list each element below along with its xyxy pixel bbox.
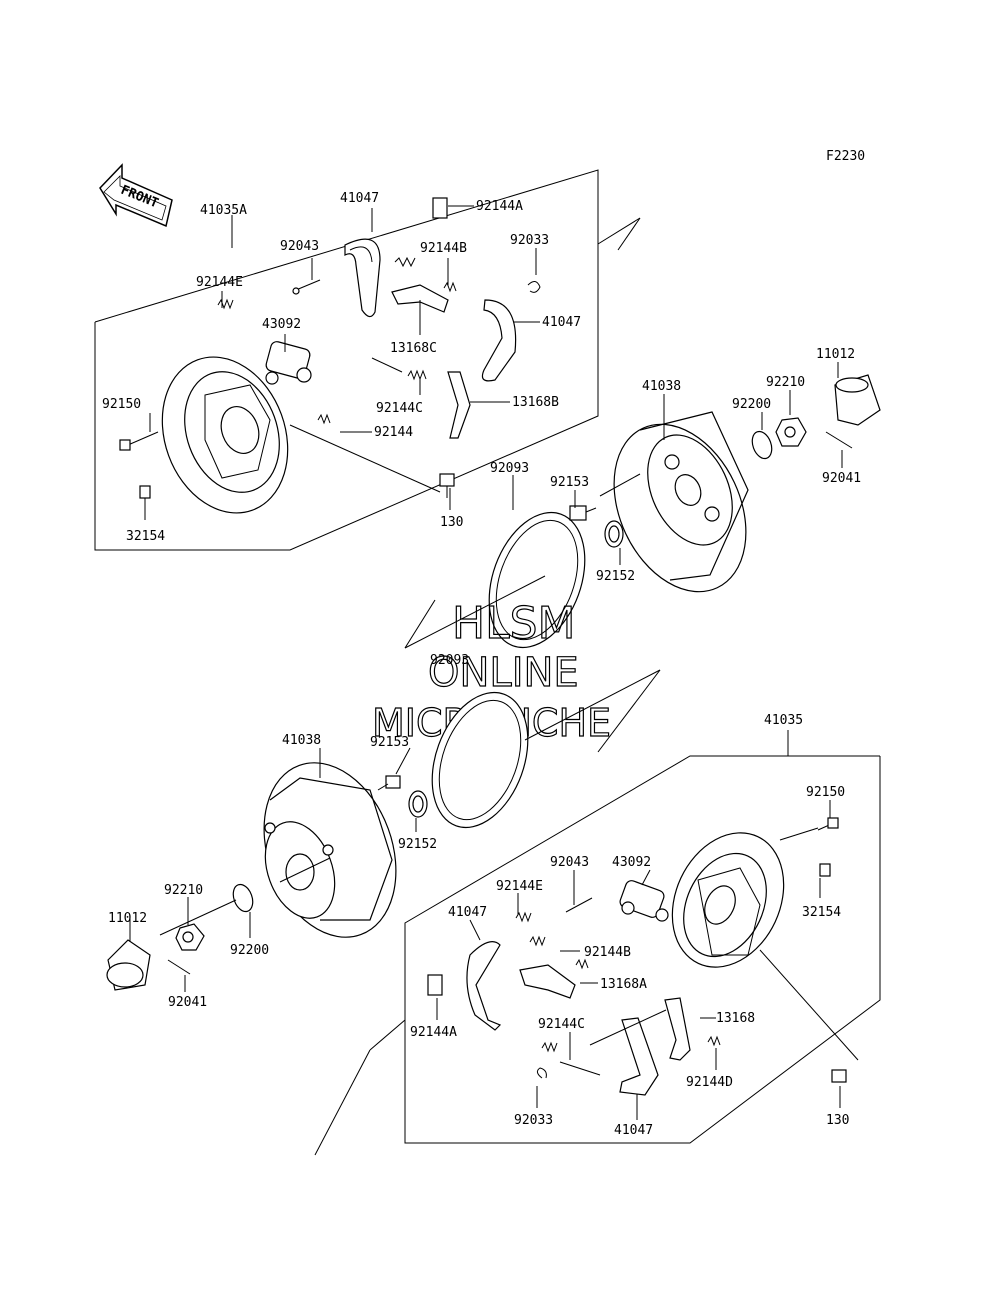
label-92093-a: 92093 xyxy=(490,461,529,476)
label-130-a: 130 xyxy=(440,515,463,530)
brake-shoe-bottom-right xyxy=(619,1017,659,1096)
nut-92210-top xyxy=(775,417,807,447)
label-92144C-a: 92144C xyxy=(376,401,423,416)
figure-code: F2230 xyxy=(826,149,865,164)
label-92152-a: 92152 xyxy=(596,569,635,584)
label-13168: 13168 xyxy=(716,1011,755,1026)
label-92153-b: 92153 xyxy=(370,735,409,750)
label-43092-a: 43092 xyxy=(262,317,301,332)
brake-shoe-top-right xyxy=(481,299,517,382)
label-92033-a: 92033 xyxy=(510,233,549,248)
cotter-pin-92041-top xyxy=(825,431,853,449)
label-13168C: 13168C xyxy=(390,341,437,356)
label-41035: 41035 xyxy=(764,713,803,728)
label-32154-a: 32154 xyxy=(126,529,165,544)
label-92150-b: 92150 xyxy=(806,785,845,800)
label-92144D: 92144D xyxy=(686,1075,733,1090)
label-92144A-a: 92144A xyxy=(476,199,523,214)
brake-drum-bottom xyxy=(263,762,397,938)
cotter-pin-92041-bottom xyxy=(167,959,191,975)
pin-92043-bottom xyxy=(565,897,593,913)
watermark-line-2: ONLINE xyxy=(428,650,579,696)
label-92093-b: 92093 xyxy=(430,653,469,668)
seal-92093-top xyxy=(404,511,586,649)
wheel-cylinder-bottom xyxy=(619,880,669,922)
backing-plate-top xyxy=(161,356,289,514)
label-92210-a: 92210 xyxy=(766,375,805,390)
label-92043-a: 92043 xyxy=(280,239,319,254)
springs-top xyxy=(217,256,541,425)
cap-11012-top xyxy=(834,374,881,426)
bearing-92152-bottom xyxy=(408,790,428,818)
label-92033-b: 92033 xyxy=(514,1113,553,1128)
label-92144E-b: 92144E xyxy=(496,879,543,894)
label-92043-b: 92043 xyxy=(550,855,589,870)
label-92153-a: 92153 xyxy=(550,475,589,490)
springs-bottom xyxy=(515,911,721,1079)
nut-92210-bottom xyxy=(175,923,205,951)
stud-92153-top xyxy=(569,505,597,521)
brake-shoe-top-left xyxy=(344,238,381,318)
label-13168B: 13168B xyxy=(512,395,559,410)
label-92144B-b: 92144B xyxy=(584,945,631,960)
label-92144A-b: 92144A xyxy=(410,1025,457,1040)
label-92144E-a: 92144E xyxy=(196,275,243,290)
label-92200-b: 92200 xyxy=(230,943,269,958)
label-92144: 92144 xyxy=(374,425,413,440)
label-41047-d: 41047 xyxy=(614,1123,653,1138)
strut-13168B xyxy=(447,371,471,439)
label-11012-b: 11012 xyxy=(108,911,147,926)
label-41035A: 41035A xyxy=(200,203,247,218)
bearing-92152-top xyxy=(604,520,624,548)
backing-plate-bottom xyxy=(671,832,785,968)
label-92144C-b: 92144C xyxy=(538,1017,585,1032)
label-11012-a: 11012 xyxy=(816,347,855,362)
label-41047-a: 41047 xyxy=(340,191,379,206)
lever-13168A xyxy=(519,964,576,999)
label-41038-b: 41038 xyxy=(282,733,321,748)
bolt-92150-top xyxy=(119,431,159,451)
bolt-130-bottom xyxy=(831,1069,847,1083)
part-labels: 41035A 41047 92144A 92043 92144B 92033 9… xyxy=(102,191,861,1138)
label-92200-a: 92200 xyxy=(732,397,771,412)
bleeder-32154-bottom xyxy=(819,863,831,877)
stud-92153-bottom xyxy=(377,775,401,791)
top-backing-plate-group-outline xyxy=(94,169,641,551)
watermark-line-1: HLSM xyxy=(452,598,576,649)
lever-13168C xyxy=(391,284,449,313)
brake-shoe-bottom-left xyxy=(466,941,502,1031)
bleeder-32154-top xyxy=(139,485,151,499)
label-41038-a: 41038 xyxy=(642,379,681,394)
leader-lines xyxy=(129,205,859,1120)
cap-11012-bottom xyxy=(106,939,151,991)
label-92144B-a: 92144B xyxy=(420,241,467,256)
label-92210-b: 92210 xyxy=(164,883,203,898)
label-32154-b: 32154 xyxy=(802,905,841,920)
label-130-b: 130 xyxy=(826,1113,849,1128)
washer-92200-top xyxy=(751,430,773,460)
seal-92093-bottom xyxy=(431,669,661,829)
label-92152-b: 92152 xyxy=(398,837,437,852)
bolt-92150-bottom xyxy=(817,817,839,831)
bolt-130-top xyxy=(439,473,455,498)
label-92150-a: 92150 xyxy=(102,397,141,412)
brake-drum-top xyxy=(613,411,749,593)
strut-13168 xyxy=(664,997,691,1061)
label-43092-b: 43092 xyxy=(612,855,651,870)
bottom-backing-plate-group-outline xyxy=(314,730,881,1156)
label-92041-a: 92041 xyxy=(822,471,861,486)
wheel-cylinder-top xyxy=(265,341,312,385)
label-92041-b: 92041 xyxy=(168,995,207,1010)
label-41047-c: 41047 xyxy=(448,905,487,920)
pin-92043-top xyxy=(292,279,321,295)
clip-92144A-bottom xyxy=(427,974,443,996)
front-arrow-icon: FRONT xyxy=(99,163,173,228)
washer-92200-bottom xyxy=(232,883,254,913)
label-13168A: 13168A xyxy=(600,977,647,992)
label-41047-b: 41047 xyxy=(542,315,581,330)
clip-92144A-top xyxy=(432,197,448,219)
